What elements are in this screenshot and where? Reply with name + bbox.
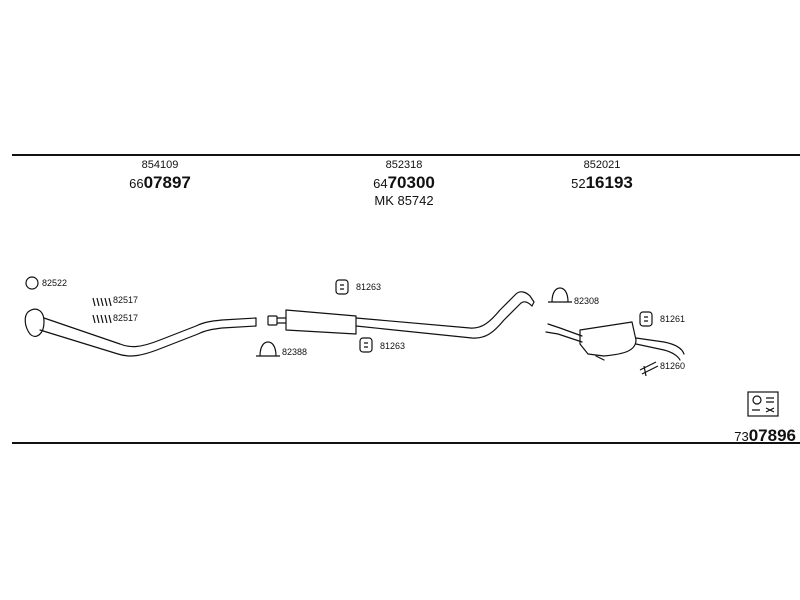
front-pipe <box>24 308 257 357</box>
rubber-hanger-icon <box>335 279 349 295</box>
section-middle: 852318 6470300 MK 85742 <box>356 159 452 208</box>
part-label-82388: 82388 <box>282 347 308 357</box>
u-clamp-icon <box>256 341 280 357</box>
section-rear: 852021 5216193 <box>562 159 642 192</box>
section-front-ref: 854109 <box>141 159 179 171</box>
u-clamp-icon <box>548 287 572 303</box>
part-label-81263-top: 81263 <box>356 282 382 292</box>
part-label-81263-bottom: 81263 <box>380 341 406 351</box>
top-rule <box>12 154 800 156</box>
bolt-icon <box>92 314 112 324</box>
part-label-82517-b: 82517 <box>113 313 139 323</box>
section-middle-number: 6470300 <box>373 173 435 192</box>
bolt-icon <box>92 297 112 307</box>
qr-code-icon <box>747 391 779 417</box>
section-middle-ref: 852318 <box>385 159 423 171</box>
rear-muffler <box>545 321 685 361</box>
middle-muffler <box>267 291 535 339</box>
ring-clamp-icon <box>25 276 39 290</box>
part-label-82517-a: 82517 <box>113 295 139 305</box>
section-middle-mk: MK 85742 <box>374 193 434 208</box>
section-rear-ref: 852021 <box>583 159 621 171</box>
assembly-number: 7307896 <box>734 426 796 445</box>
part-label-82308: 82308 <box>574 296 600 306</box>
part-label-81261: 81261 <box>660 314 686 324</box>
bracket-icon <box>639 361 659 377</box>
section-rear-number: 5216193 <box>571 173 633 192</box>
bottom-rule <box>12 442 800 444</box>
section-front: 854109 6607897 <box>118 159 202 192</box>
rubber-hanger-icon <box>359 337 373 353</box>
part-label-81260: 81260 <box>660 361 686 371</box>
part-label-82522: 82522 <box>42 278 68 288</box>
section-front-number: 6607897 <box>129 173 191 192</box>
rubber-hanger-icon <box>639 311 653 327</box>
